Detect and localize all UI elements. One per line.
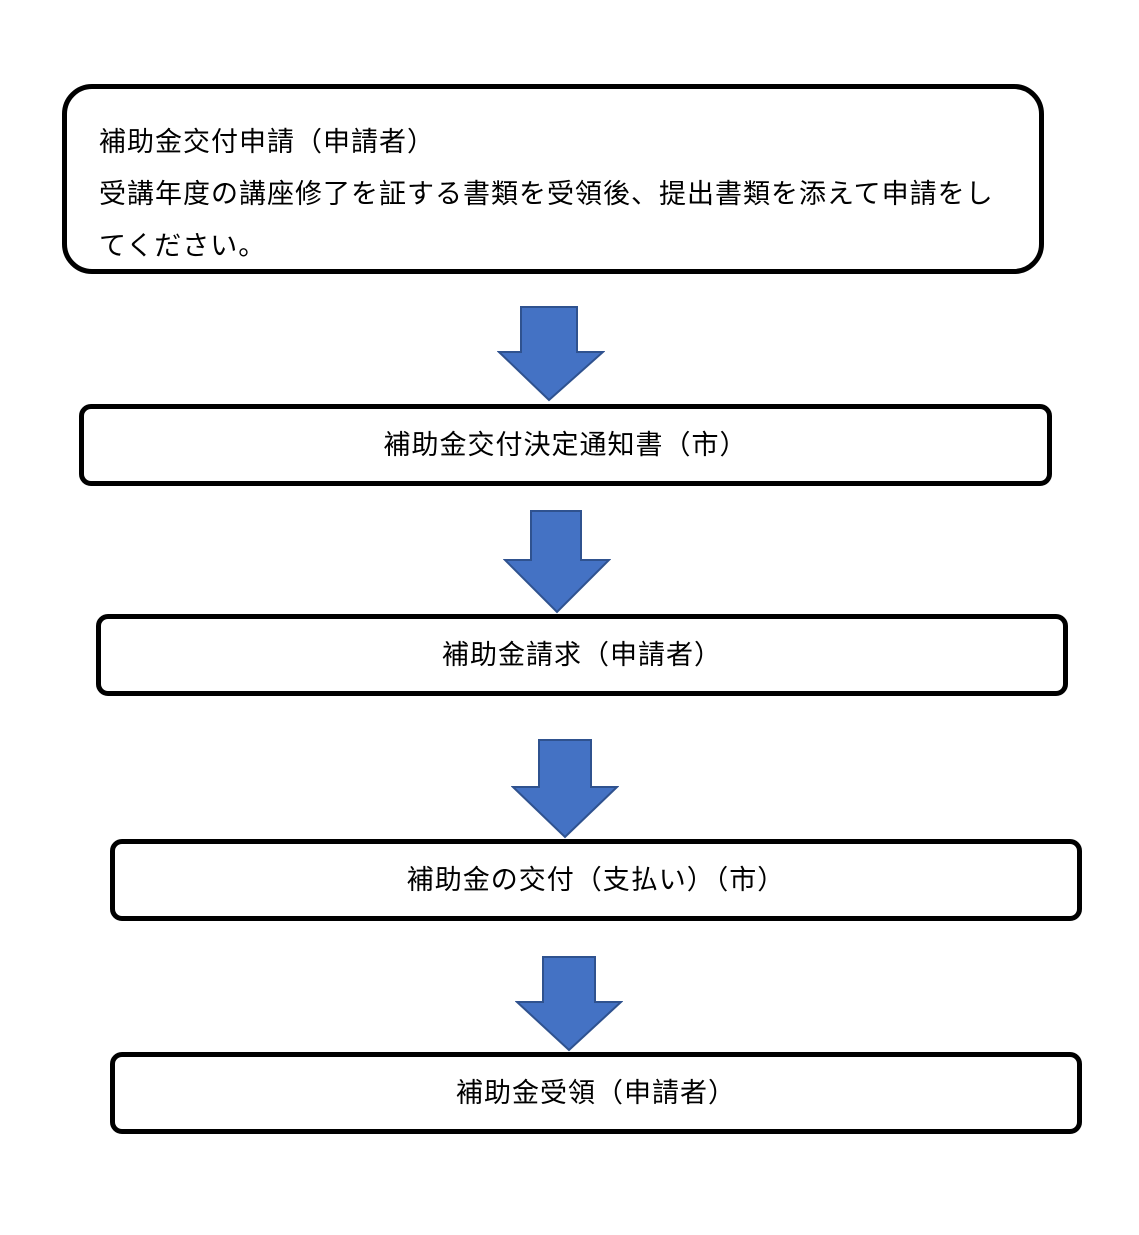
step-application-title: 補助金交付申請（申請者）: [99, 127, 435, 158]
step-application-description: 受講年度の講座修了を証する書類を受領後、提出書類を添えて申請をしてください。: [99, 179, 994, 262]
step-application-box: 補助金交付申請（申請者） 受講年度の講座修了を証する書類を受領後、提出書類を添え…: [62, 84, 1044, 274]
flow-arrow-4: [515, 956, 623, 1052]
step-claim-box: 補助金請求（申請者）: [96, 614, 1068, 696]
step-decision-notice-label: 補助金交付決定通知書（市）: [383, 429, 748, 461]
flow-arrow-1: [497, 306, 605, 402]
step-payment-box: 補助金の交付（支払い）（市）: [110, 839, 1082, 921]
flow-arrow-2: [503, 510, 611, 614]
step-decision-notice-box: 補助金交付決定通知書（市）: [79, 404, 1052, 486]
step-receipt-box: 補助金受領（申請者）: [110, 1052, 1082, 1134]
step-claim-label: 補助金請求（申請者）: [442, 639, 722, 671]
flow-arrow-3: [511, 739, 619, 839]
step-payment-label: 補助金の交付（支払い）（市）: [406, 864, 786, 896]
step-application-content: 補助金交付申請（申請者） 受講年度の講座修了を証する書類を受領後、提出書類を添え…: [99, 117, 1011, 273]
step-receipt-label: 補助金受領（申請者）: [456, 1077, 736, 1109]
